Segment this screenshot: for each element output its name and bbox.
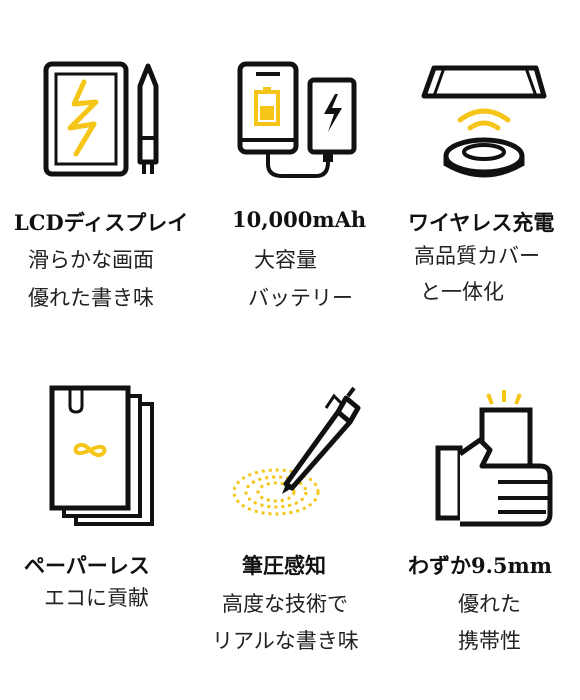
feature-desc-line-2: 優れた書き味 [28,286,154,310]
feature-desc-line-2: 携帯性 [458,629,521,653]
hand-holding-device-icon [435,390,553,527]
feature-desc-line-1: 高品質カバー [414,244,540,268]
wireless-charger-icon [421,65,547,178]
feature-title: LCDディスプレイ [14,210,189,235]
pen-pressure-icon [232,386,361,516]
feature-desc-line-2: バッテリー [248,286,353,310]
feature-desc-line-1: 滑らかな画面 [28,248,154,272]
phone-powerbank-icon [237,61,357,178]
feature-desc-line-2: リアルな書き味 [212,629,359,653]
feature-desc-line-1: 優れた [458,592,521,616]
feature-desc-line-1: 大容量 [254,248,317,272]
feature-title: 10,000mAh [232,207,367,232]
feature-title: ペーパーレス [24,553,150,578]
tablet-stylus-icon [43,61,159,177]
feature-title: ワイヤレス充電 [408,210,555,235]
paper-stack-infinity-icon [49,385,154,526]
feature-title: わずか9.5mm [408,553,552,578]
feature-desc-line-1: エコに貢献 [44,586,149,610]
feature-desc-line-1: 高度な技術で [222,592,348,616]
feature-title: 筆圧感知 [242,553,326,578]
feature-desc-line-2: と一体化 [420,280,504,304]
